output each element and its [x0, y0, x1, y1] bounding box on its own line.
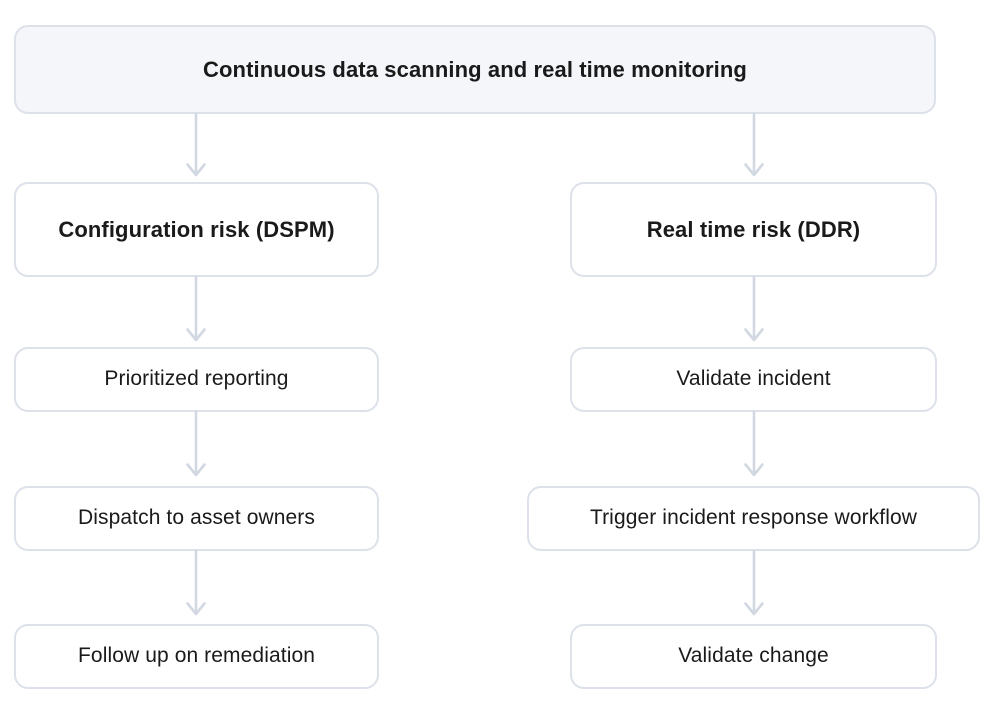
connector-ddr-step1-to-step2 — [740, 410, 768, 482]
connector-header-to-ddr — [740, 112, 768, 182]
node-branch-dspm[interactable]: Configuration risk (DSPM) — [14, 182, 379, 277]
node-ddr-step-2-label: Trigger incident response workflow — [589, 506, 918, 530]
connector-ddr-step2-to-step3 — [740, 549, 768, 621]
node-dspm-step-3-label: Follow up on remediation — [77, 644, 316, 668]
node-branch-dspm-label: Configuration risk (DSPM) — [58, 216, 335, 242]
connector-ddr-to-step1 — [740, 275, 768, 347]
node-header[interactable]: Continuous data scanning and real time m… — [14, 25, 936, 114]
node-dspm-step-2-label: Dispatch to asset owners — [77, 506, 315, 530]
connector-dspm-to-step1 — [182, 275, 210, 347]
node-dspm-step-1[interactable]: Prioritized reporting — [14, 347, 379, 412]
node-dspm-step-1-label: Prioritized reporting — [104, 367, 289, 391]
node-ddr-step-3-label: Validate change — [678, 644, 829, 668]
connector-dspm-step2-to-step3 — [182, 549, 210, 621]
node-branch-ddr[interactable]: Real time risk (DDR) — [570, 182, 937, 277]
node-dspm-step-3[interactable]: Follow up on remediation — [14, 624, 379, 689]
connector-dspm-step1-to-step2 — [182, 410, 210, 482]
node-ddr-step-2[interactable]: Trigger incident response workflow — [527, 486, 980, 551]
node-header-label: Continuous data scanning and real time m… — [203, 56, 747, 82]
node-ddr-step-3[interactable]: Validate change — [570, 624, 937, 689]
node-ddr-step-1-label: Validate incident — [676, 367, 831, 391]
node-branch-ddr-label: Real time risk (DDR) — [646, 216, 861, 242]
connector-header-to-dspm — [182, 112, 210, 182]
node-ddr-step-1[interactable]: Validate incident — [570, 347, 937, 412]
node-dspm-step-2[interactable]: Dispatch to asset owners — [14, 486, 379, 551]
